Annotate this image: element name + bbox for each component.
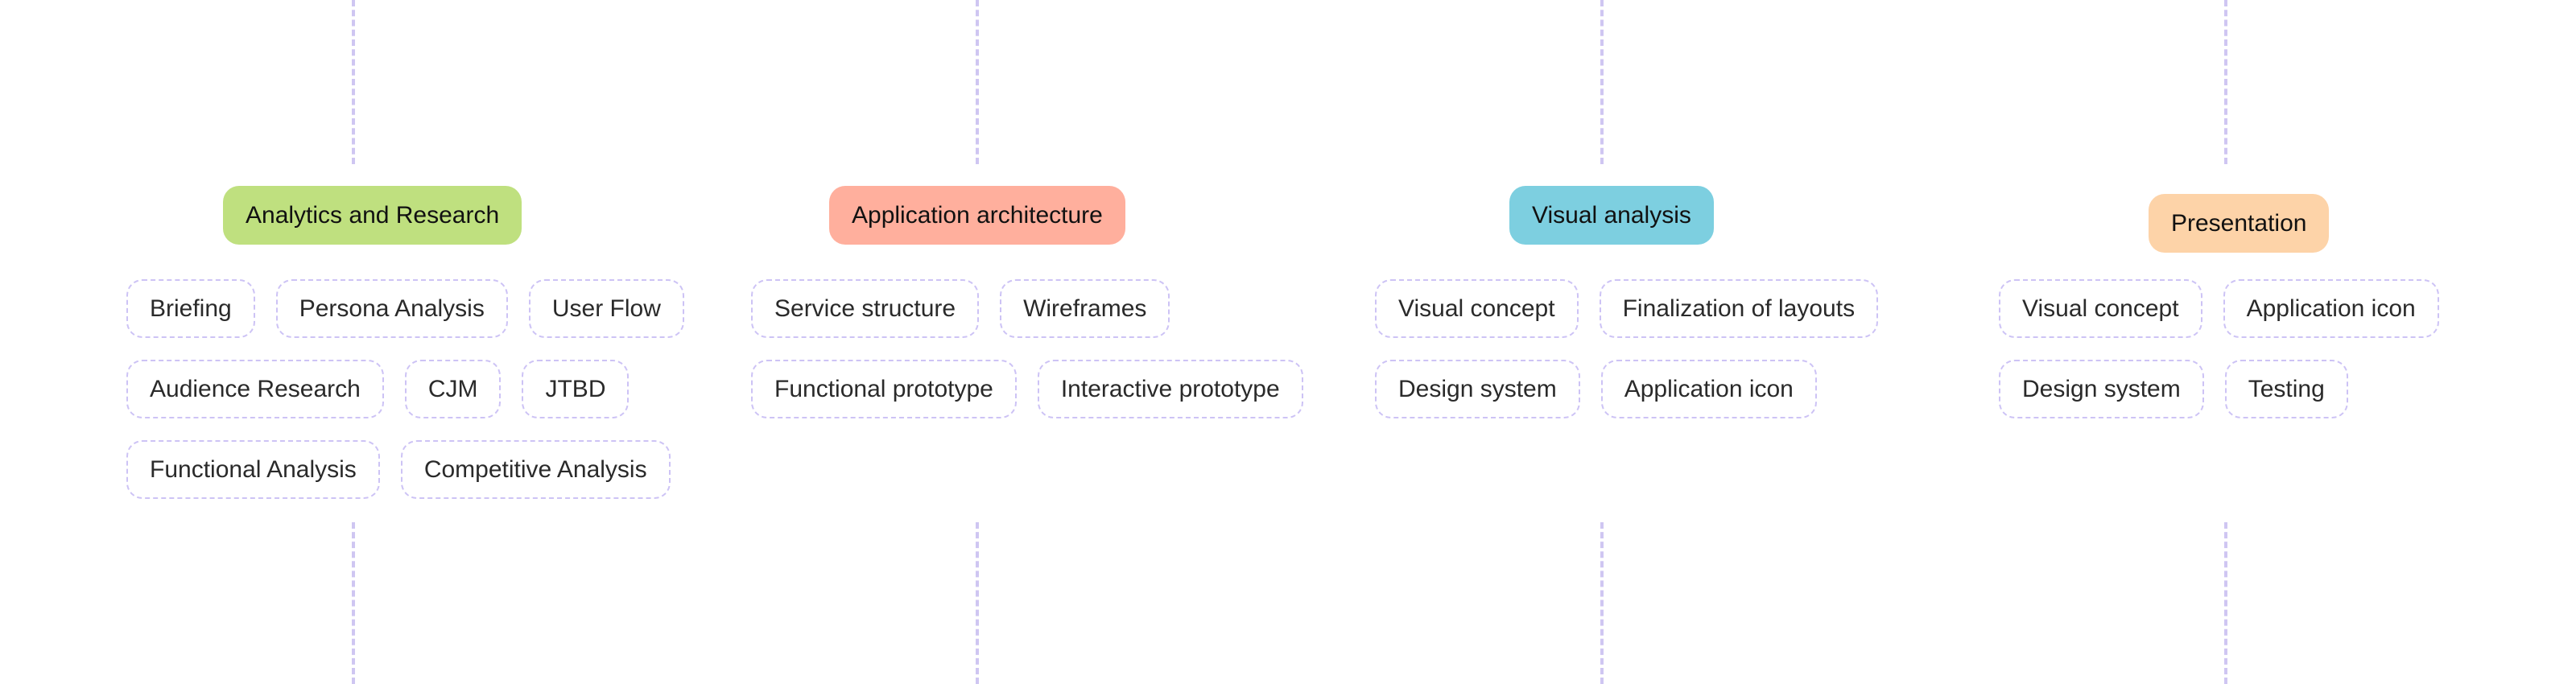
task-chip: Audience Research [126,360,384,418]
task-chip: Visual concept [1999,279,2202,338]
task-chip: Testing [2224,360,2348,418]
task-chip: Competitive Analysis [400,440,671,499]
task-chip: Persona Analysis [275,279,508,338]
task-row: Visual concept Finalization of layouts [1375,279,1879,338]
stage-header: Visual analysis [1509,186,1714,245]
connector-line [1600,522,1604,684]
task-row: Functional prototype Interactive prototyp… [751,360,1303,418]
connector-line [352,522,355,684]
connector-line [976,0,979,164]
task-chip: JTBD [522,360,630,418]
task-chip: Visual concept [1375,279,1579,338]
task-chip: Interactive prototype [1037,360,1303,418]
task-row: Service structure Wireframes [751,279,1303,338]
connector-line [976,522,979,684]
task-chip: Application icon [1600,360,1817,418]
task-row: Design system Application icon [1375,360,1878,418]
task-row: Briefing Persona Analysis User Flow [126,279,684,338]
task-chip: Application icon [2223,279,2439,338]
task-chip: Finalization of layouts [1599,279,1879,338]
connector-line [2224,0,2227,164]
stage-header: Application architecture [829,186,1125,245]
task-chip: Wireframes [1000,279,1170,338]
task-row: Functional Analysis Competitive Analysis [126,440,684,499]
connector-line [2224,522,2227,684]
task-chip: Functional Analysis [126,440,380,499]
task-chip: Functional prototype [751,360,1017,418]
task-chip: Design system [1999,360,2204,418]
task-row: Design system Testing [1999,360,2439,418]
stage-header: Presentation [2149,194,2330,253]
task-chip: Design system [1375,360,1580,418]
connector-line [1600,0,1604,164]
task-row: Visual concept Application icon [1999,279,2439,338]
connector-line [352,0,355,164]
task-chip: Briefing [126,279,255,338]
task-chip: CJM [404,360,502,418]
stage-header: Analytics and Research [223,186,522,245]
task-row: Audience Research CJM JTBD [126,360,684,418]
task-chip: Service structure [751,279,980,338]
task-chip: User Flow [528,279,684,338]
